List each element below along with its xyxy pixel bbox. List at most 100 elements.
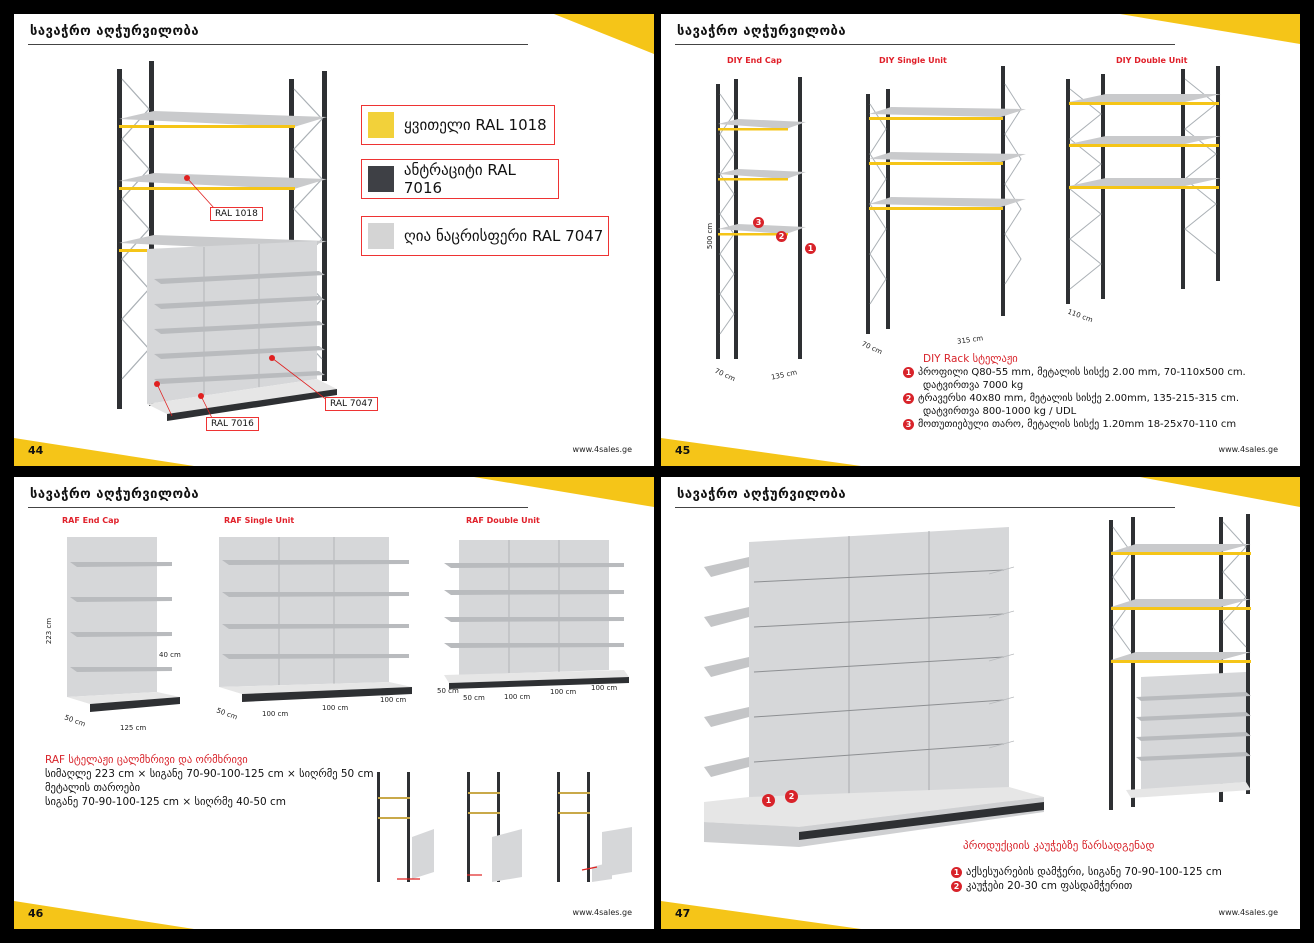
callout-1: 1 xyxy=(762,794,775,807)
spec-text: ტრავერსი 40x80 mm, მეტალის სისქე 2.00mm,… xyxy=(918,393,1240,404)
swatch-chip-yellow xyxy=(368,112,394,138)
spec-text: აქსესუარების დამჭერი, სიგანე 70-90-100-1… xyxy=(966,866,1222,878)
dim-width: 100 cm xyxy=(262,710,289,718)
corner-decoration xyxy=(474,477,654,507)
catalog-page-44: სავაჭრო აღჭურვილობა xyxy=(14,14,654,466)
swatch-chip-light-grey xyxy=(368,223,394,249)
spec-number: 1 xyxy=(951,867,962,878)
unit-label-diy-single: DIY Single Unit xyxy=(879,56,947,65)
swatch-anthracite: ანტრაციტი RAL 7016 xyxy=(361,159,559,199)
swatch-label: ყვითელი RAL 1018 xyxy=(404,116,547,134)
spec-line: 1 აქსესუარების დამჭერი, სიგანე 70-90-100-… xyxy=(951,865,1222,879)
footer-url: www.4sales.ge xyxy=(572,445,632,454)
page-title: სავაჭრო აღჭურვილობა xyxy=(30,487,200,502)
callout-2: 2 xyxy=(785,790,798,803)
callout-1: 1 xyxy=(805,243,816,254)
raf-gondola-with-hooks-illustration xyxy=(704,527,1044,847)
spec-title: DIY Rack სტელაჟი xyxy=(923,353,1018,365)
unit-label-raf-end-cap: RAF End Cap xyxy=(62,516,120,525)
spec-number: 3 xyxy=(903,419,914,430)
footer-decoration xyxy=(661,438,861,466)
diy-double-unit-illustration xyxy=(1066,66,1221,304)
dim-width: 100 cm xyxy=(504,693,531,701)
corner-decoration xyxy=(1140,477,1300,507)
leader-lines xyxy=(154,175,328,419)
raf-description: RAF სტელაჟი ცალმხრივი და ორმხრივი სიმაღლ… xyxy=(45,753,374,809)
description-title: RAF სტელაჟი ცალმხრივი და ორმხრივი xyxy=(45,754,248,766)
diy-rack-with-raf-illustration xyxy=(117,61,337,421)
page-title: სავაჭრო აღჭურვილობა xyxy=(677,487,847,502)
swatch-light-grey: ღია ნაცრისფერი RAL 7047 xyxy=(361,216,609,256)
spec-number: 2 xyxy=(903,393,914,404)
spec-line: 2 კაუჭები 20-30 cm ფასდამჭერით xyxy=(951,879,1222,893)
footer-decoration xyxy=(14,901,194,929)
page-title: სავაჭრო აღჭურვილობა xyxy=(677,24,847,39)
spec-number: 2 xyxy=(951,881,962,892)
diy-single-unit-illustration xyxy=(866,66,1026,334)
page-number: 46 xyxy=(28,907,44,920)
swatch-yellow: ყვითელი RAL 1018 xyxy=(361,105,555,145)
page-title: სავაჭრო აღჭურვილობა xyxy=(30,24,200,39)
title-divider xyxy=(28,507,528,508)
catalog-page-45: სავაჭრო აღჭურვილობა DIY End Cap DIY Sing… xyxy=(661,14,1300,466)
swatch-label: ანტრაციტი RAL 7016 xyxy=(403,161,516,197)
dim-width: 135 cm xyxy=(770,368,798,382)
hooks-spec: 1 აქსესუარების დამჭერი, სიგანე 70-90-100-… xyxy=(951,865,1222,893)
raf-end-cap-illustration xyxy=(67,537,180,712)
spec-text: დატვირთვა 800-1000 kg / UDL xyxy=(923,406,1077,417)
spec-line: 3 მოთუთიებული თარო, მეტალის სისქე 1.20mm … xyxy=(903,418,1246,431)
unit-label-raf-double: RAF Double Unit xyxy=(466,516,540,525)
dim-depth: 50 cm xyxy=(63,713,87,729)
description-line: სიგანე 70-90-100-125 cm × სიღრმე 40-50 c… xyxy=(45,796,287,808)
raf-single-unit-illustration xyxy=(219,537,412,702)
dim-depth: 70 cm xyxy=(713,366,737,384)
spec-line: 2 ტრავერსი 40x80 mm, მეტალის სისქე 2.00mm… xyxy=(903,392,1246,405)
callout-2: 2 xyxy=(776,231,787,242)
spec-text: მოთუთიებული თარო, მეტალის სისქე 1.20mm 1… xyxy=(918,419,1237,430)
dim-height: 223 cm xyxy=(45,617,54,645)
page-number: 47 xyxy=(675,907,691,920)
unit-label-diy-end-cap: DIY End Cap xyxy=(727,56,782,65)
title-divider xyxy=(28,44,528,45)
dim-depth: 40 cm xyxy=(159,651,181,659)
tag-ral-7047: RAL 7047 xyxy=(325,397,378,411)
catalog-page-46: სავაჭრო აღჭურვილობა RAF End Cap RAF Sing… xyxy=(14,477,654,929)
unit-label-raf-single: RAF Single Unit xyxy=(224,516,295,525)
catalog-page-47: სავაჭრო აღჭურვილობა 1 2 xyxy=(661,477,1300,929)
dim-width: 100 cm xyxy=(550,688,577,696)
description-line: სიმაღლე 223 cm × სიგანე 70-90-100-125 cm… xyxy=(45,768,374,780)
swatch-chip-anthracite xyxy=(368,166,394,192)
tag-ral-7016: RAL 7016 xyxy=(206,417,259,431)
footer-url: www.4sales.ge xyxy=(1218,908,1278,917)
corner-decoration xyxy=(1120,14,1300,44)
description-line: მეტალის თაროები xyxy=(45,782,141,794)
spec-line: 1 პროფილი Q80-55 mm, მეტალის სისქე 2.00 m… xyxy=(903,366,1246,379)
corner-decoration xyxy=(554,14,654,54)
dim-width: 125 cm xyxy=(120,724,147,732)
raf-double-unit-illustration xyxy=(444,540,629,689)
rack-combination-illustrations xyxy=(377,772,632,882)
spec-number: 1 xyxy=(903,367,914,378)
footer-decoration xyxy=(14,438,194,466)
swatch-label: ღია ნაცრისფერი RAL 7047 xyxy=(404,227,604,245)
spec-text: პროფილი Q80-55 mm, მეტალის სისქე 2.00 mm… xyxy=(918,367,1246,378)
dim-width: 100 cm xyxy=(591,684,618,692)
dim-width: 100 cm xyxy=(380,696,407,704)
spec-block: DIY Rack სტელაჟი 1 პროფილი Q80-55 mm, მეტ… xyxy=(903,353,1246,431)
title-divider xyxy=(675,44,1175,45)
spec-text: კაუჭები 20-30 cm ფასდამჭერით xyxy=(966,880,1133,892)
spec-text: დატვირთვა 7000 kg xyxy=(923,380,1024,391)
diy-end-cap-illustration xyxy=(716,77,806,359)
page-number: 44 xyxy=(28,444,44,457)
caption: პროდუქციის კაუჭებზე წარსადგენად xyxy=(963,839,1155,852)
footer-url: www.4sales.ge xyxy=(572,908,632,917)
page-number: 45 xyxy=(675,444,691,457)
dim-height: 500 cm xyxy=(706,222,715,250)
footer-url: www.4sales.ge xyxy=(1218,445,1278,454)
footer-decoration xyxy=(661,901,861,929)
unit-label-diy-double: DIY Double Unit xyxy=(1116,56,1188,65)
title-divider xyxy=(675,507,1175,508)
callout-3: 3 xyxy=(753,217,764,228)
dim-width: 100 cm xyxy=(322,704,349,712)
dim-depth: 50 cm xyxy=(463,694,485,702)
